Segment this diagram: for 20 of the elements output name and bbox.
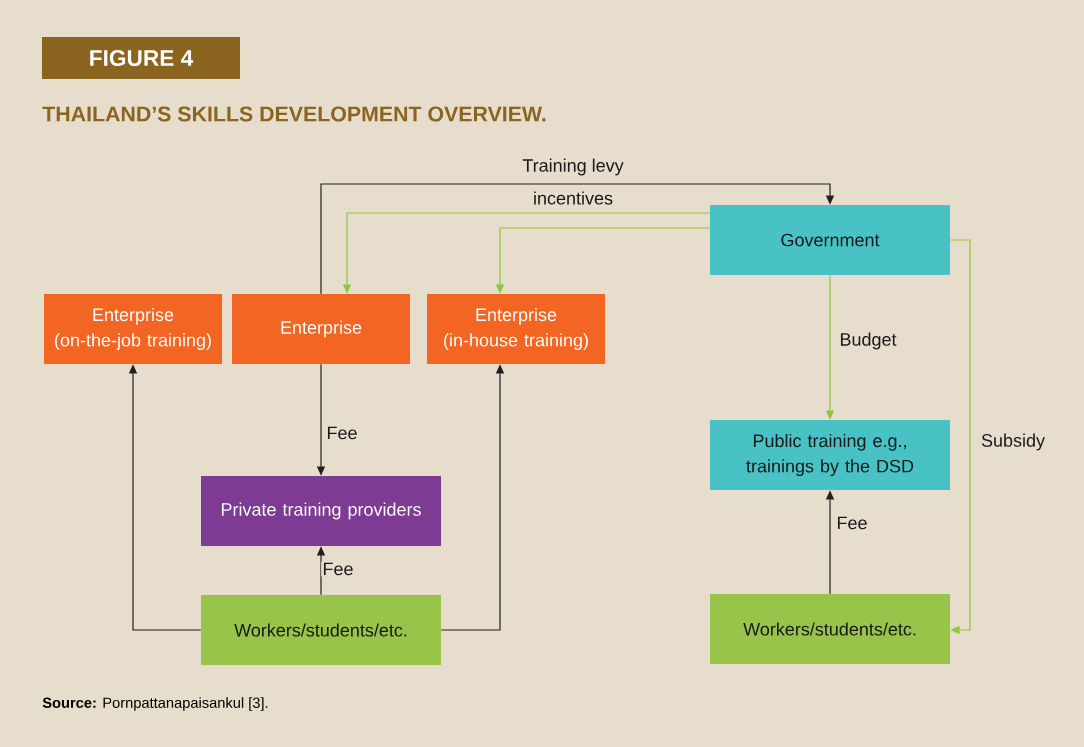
edge-label: Training levy (521, 157, 626, 177)
process-box: Enterprise (232, 294, 410, 364)
process-box: Enterprise (on-the-job training) (44, 294, 222, 364)
edge-label: incentives (531, 190, 615, 206)
process-box: Private training providers (201, 476, 441, 546)
process-box: Government (710, 205, 950, 275)
process-box: Workers/students/etc. (710, 594, 950, 664)
process-box: Workers/students/etc. (201, 595, 441, 665)
edge-label: Fee (321, 561, 355, 577)
figure-title: THAILAND’S SKILLS DEVELOPMENT OVERVIEW. (42, 106, 546, 122)
edge-label: Subsidy (979, 432, 1047, 452)
process-box: Public training e.g., trainings by the DSD (710, 420, 950, 490)
source-note: Source: Pornpattanapaisankul [3]. (42, 697, 268, 711)
process-box: Enterprise (in-house training) (427, 294, 605, 364)
edge-label: Fee (325, 425, 359, 441)
figure-label: FIGURE 4 (42, 37, 240, 79)
edge-label: Budget (838, 331, 898, 351)
edge-label: Fee (835, 515, 869, 531)
arrow (949, 239, 971, 635)
arrow (320, 183, 835, 295)
